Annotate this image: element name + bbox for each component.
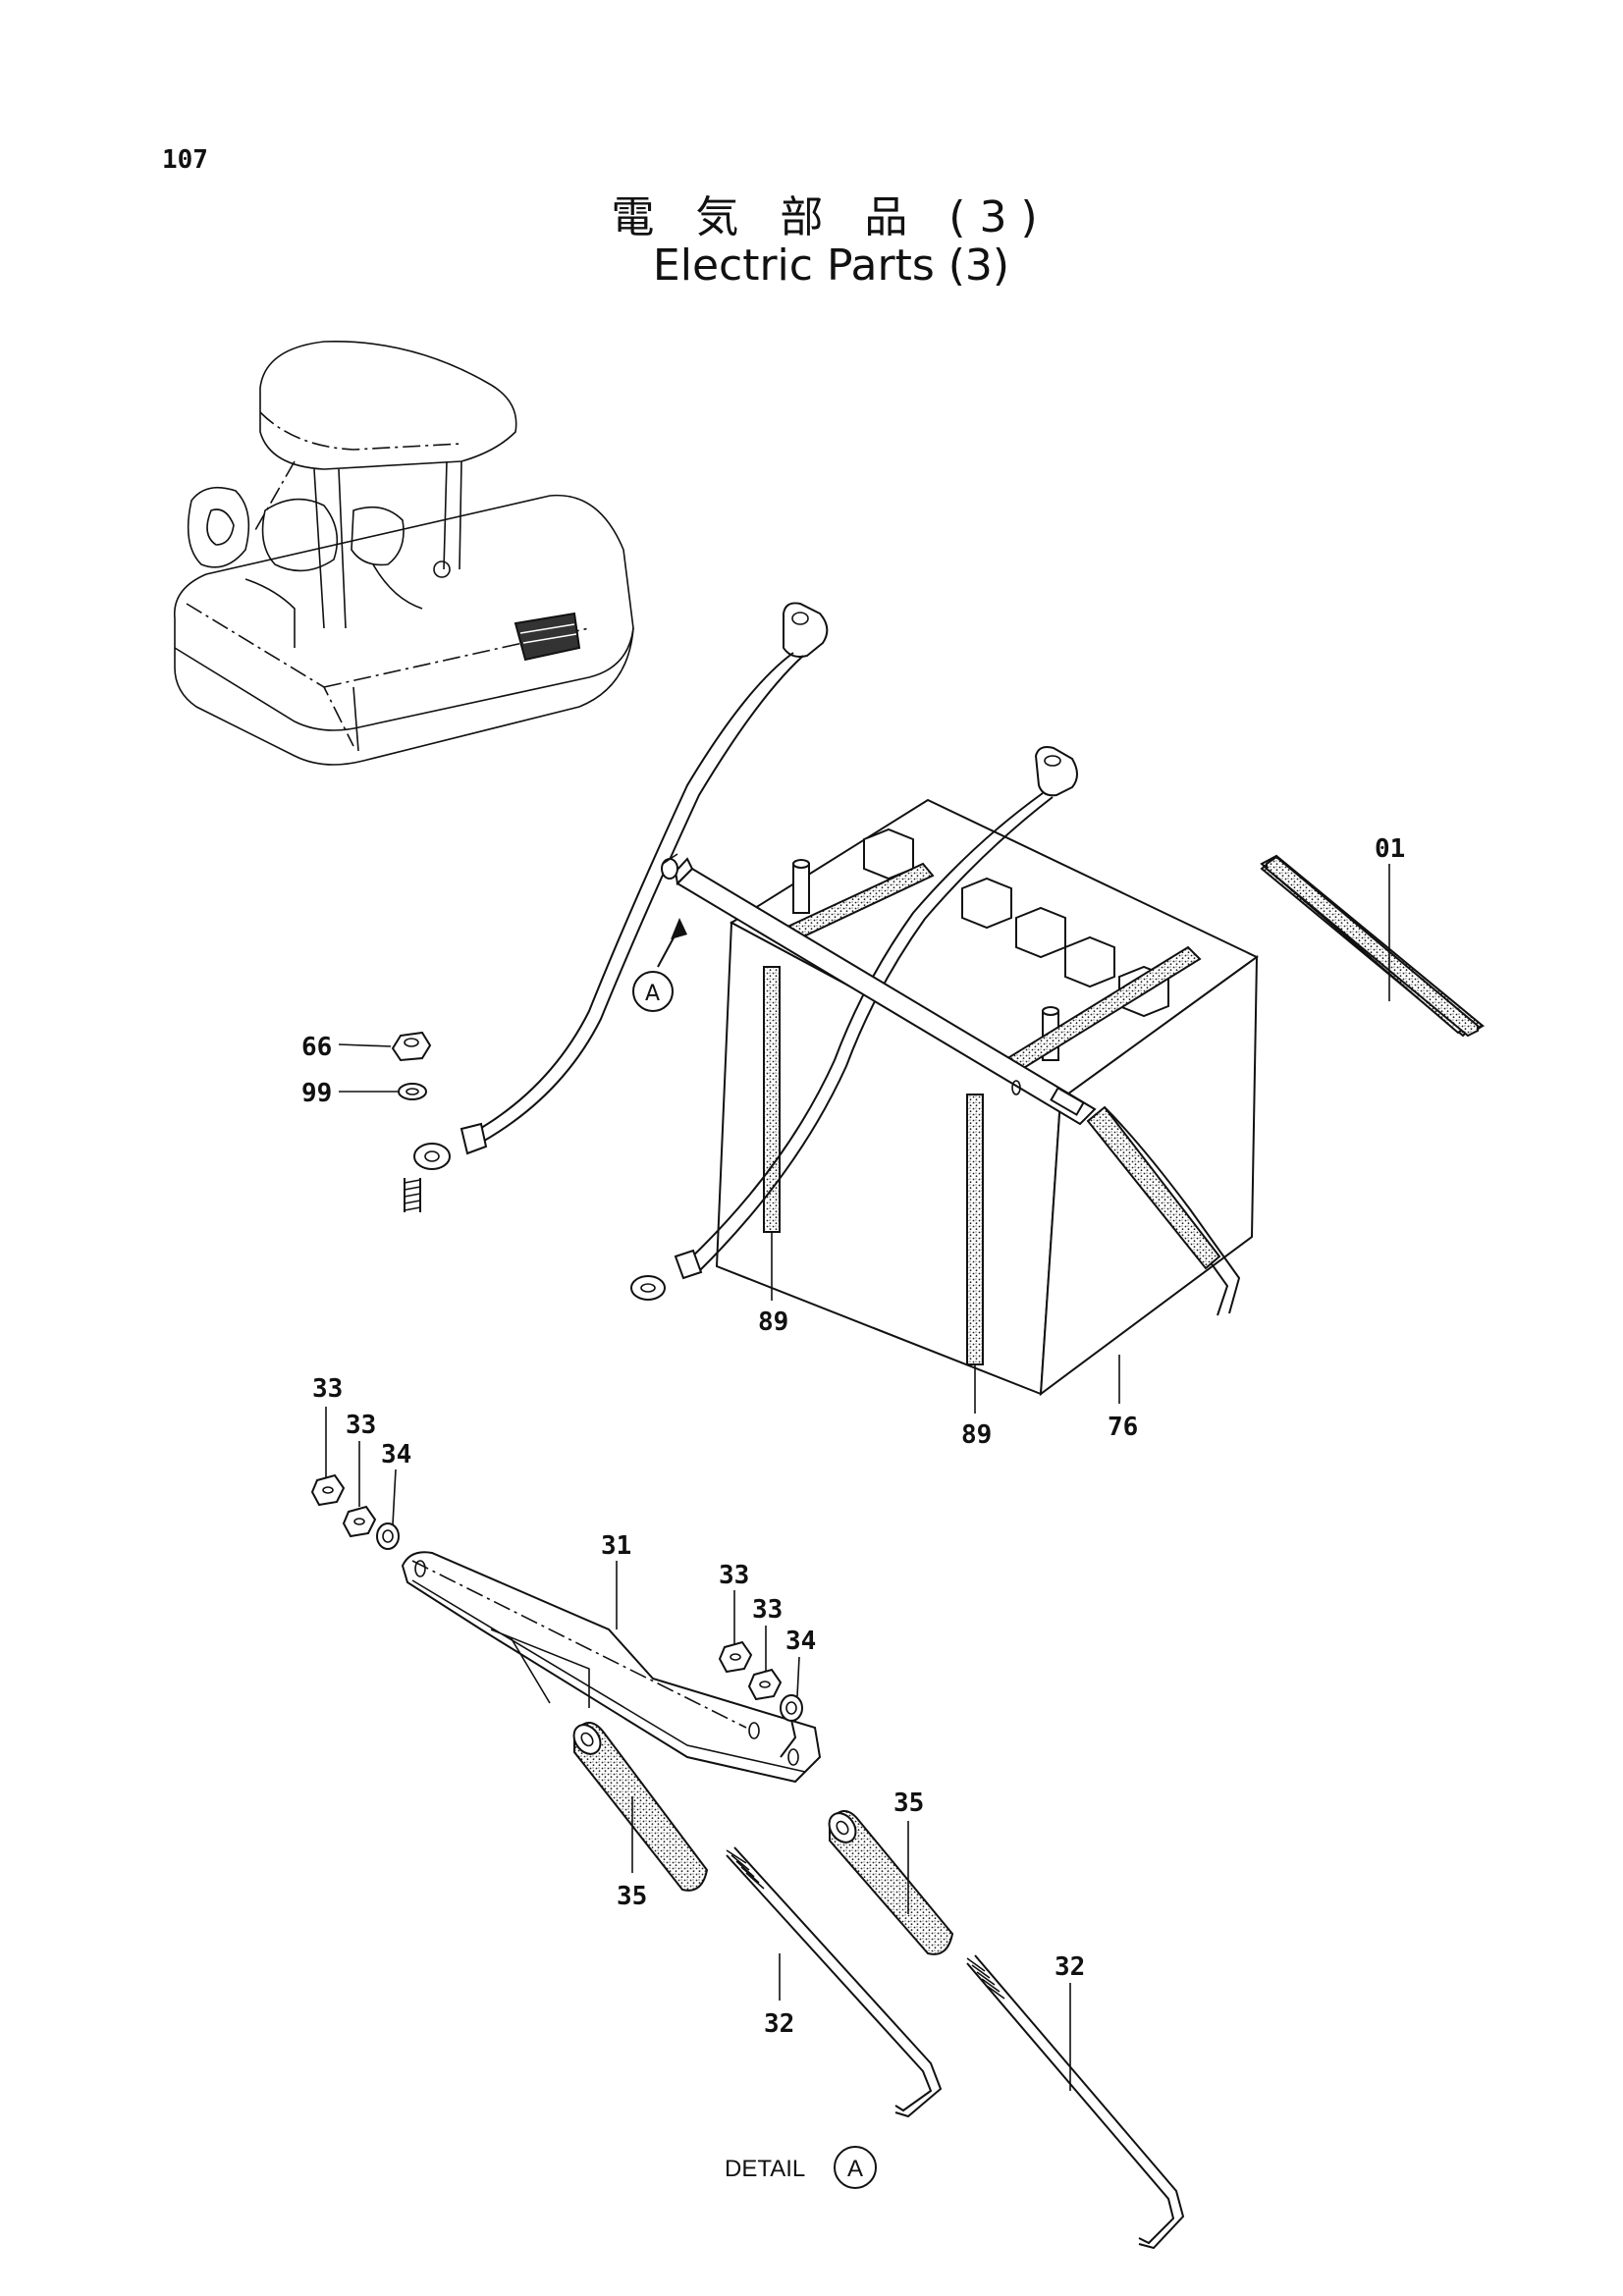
ground-cable (413, 602, 829, 1170)
page-number: 107 (162, 145, 208, 175)
part-label-33-c: 33 (719, 1561, 749, 1590)
page-title-japanese: 電 気 部 品 (3) (611, 192, 1052, 242)
detail-caption: DETAIL (725, 2156, 805, 2182)
part-label-34-a: 34 (381, 1440, 411, 1469)
page-title: Electric Parts (3) (652, 240, 1010, 291)
part-label-35-right: 35 (893, 1789, 924, 1818)
detail-marker-letter: A (847, 2156, 863, 2182)
battery-cable (630, 746, 1078, 1301)
callout-marker-a: A (645, 982, 660, 1006)
mounting-hardware (391, 1031, 432, 1212)
part-label-89-left: 89 (758, 1308, 788, 1337)
battery-hold-bracket: A (632, 853, 1241, 1316)
part-label-66: 66 (301, 1033, 332, 1062)
part-label-34-b: 34 (785, 1627, 816, 1656)
leader-lines (325, 864, 1390, 2091)
part-label-89-right: 89 (961, 1420, 992, 1450)
part-label-01: 01 (1375, 834, 1405, 864)
battery (715, 798, 1259, 1397)
detail-a-illustration (310, 1473, 1185, 2250)
part-label-76: 76 (1108, 1413, 1138, 1442)
detail-marker-circle (834, 2146, 877, 2189)
part-label-33-a: 33 (312, 1374, 343, 1404)
part-label-32-left: 32 (764, 2009, 794, 2039)
part-label-99: 99 (301, 1079, 332, 1108)
machine-overview-illustration (174, 341, 634, 766)
part-label-33-b: 33 (346, 1411, 376, 1440)
part-label-31: 31 (601, 1531, 631, 1561)
pad-block (1266, 855, 1479, 1038)
part-label-32-right: 32 (1055, 1952, 1085, 1982)
part-label-33-d: 33 (752, 1595, 783, 1625)
part-label-35-left: 35 (617, 1882, 647, 1911)
